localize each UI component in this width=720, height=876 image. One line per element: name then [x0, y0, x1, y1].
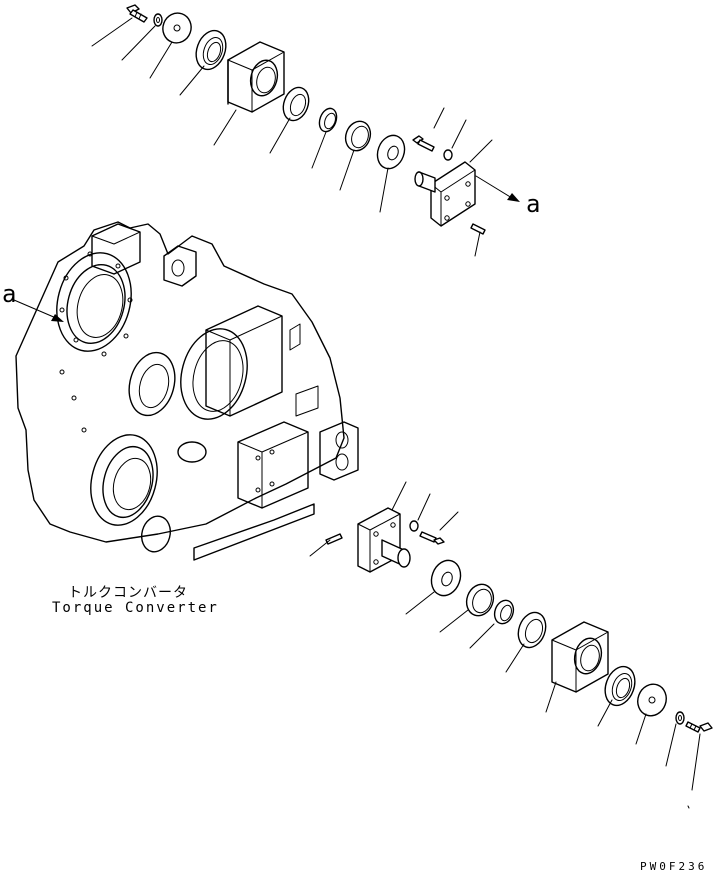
upper-oil-seal — [195, 29, 227, 71]
lower-assembly — [309, 481, 713, 809]
lower-bearing-housing — [551, 621, 609, 693]
reference-letter-top: a — [526, 190, 540, 218]
upper-bolt — [126, 4, 148, 23]
reference-letter-left: a — [2, 280, 16, 308]
lower-bearing-ring — [517, 611, 547, 649]
upper-bearing-ring — [282, 86, 310, 122]
upper-shim — [376, 134, 406, 170]
lower-cap-plate — [637, 683, 667, 717]
component-label-english: Torque Converter — [52, 600, 219, 616]
lower-small-bolt — [409, 520, 445, 545]
lower-bolt — [685, 721, 713, 733]
upper-bearing-cup — [344, 120, 372, 152]
upper-reference-arrow — [475, 175, 520, 202]
upper-bearing-housing — [227, 41, 285, 113]
upper-small-bolt — [412, 135, 453, 161]
left-reference-arrow — [13, 299, 64, 322]
component-label-japanese: トルクコンバータ — [68, 585, 188, 601]
upper-assembly — [91, 4, 520, 257]
upper-washer — [153, 13, 163, 27]
lower-washer — [675, 711, 685, 725]
torque-converter-housing — [15, 221, 359, 561]
lower-dowel-pin — [325, 533, 343, 545]
lower-spacer — [493, 599, 515, 625]
lower-leader-lines — [309, 481, 701, 809]
lower-flange-plate — [357, 507, 411, 573]
drawing-code: PW0F236 — [640, 860, 708, 873]
upper-flange-plate — [414, 161, 476, 227]
upper-leader-lines — [91, 17, 493, 257]
lower-oil-seal — [604, 665, 636, 707]
lower-shim — [430, 559, 462, 597]
upper-cap-plate — [162, 12, 192, 44]
upper-spacer — [318, 107, 338, 133]
lower-bearing-cup — [465, 583, 495, 617]
upper-dowel-pin — [470, 223, 486, 235]
